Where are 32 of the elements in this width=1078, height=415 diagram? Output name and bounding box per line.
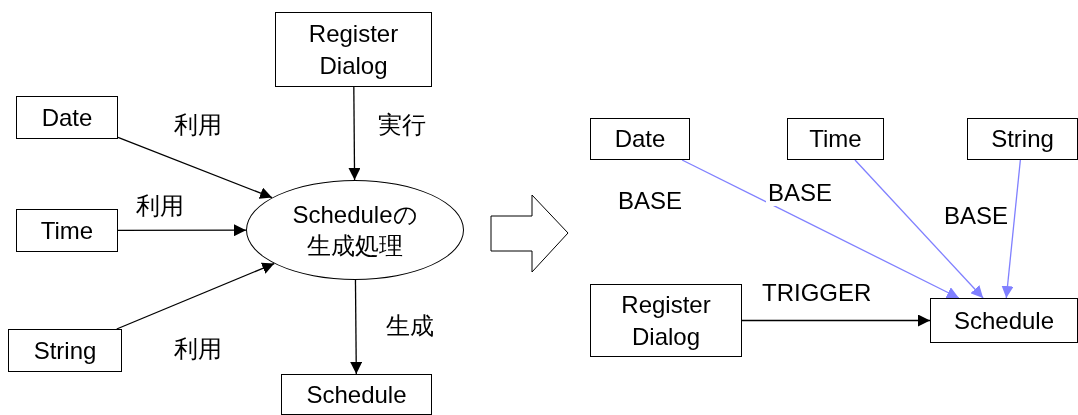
node-label: Scheduleの生成処理 (291, 199, 419, 261)
node-label: Time (809, 124, 862, 155)
class-box (281, 374, 432, 415)
class-box (930, 298, 1078, 343)
node-label: String (33, 335, 97, 366)
arrow (117, 136, 273, 199)
class-box (275, 12, 432, 87)
node-label: Schedule (953, 305, 1055, 336)
class-box (590, 118, 690, 160)
arrow (854, 159, 984, 299)
node-label: Date (41, 102, 93, 133)
node-label: Register Dialog (620, 290, 712, 352)
node-label: Time (40, 215, 94, 246)
node-label: Schedule (306, 379, 407, 410)
arrow (348, 86, 361, 181)
edge-label: 生成 (384, 313, 436, 340)
edge-label: 実行 (376, 112, 428, 139)
class-box (787, 118, 884, 160)
arrow (681, 159, 960, 299)
class-box (590, 284, 742, 357)
class-box (967, 118, 1078, 160)
node-label: Date (614, 124, 666, 155)
arrow (117, 224, 247, 237)
arrow (350, 279, 363, 375)
arrow (741, 314, 931, 327)
class-box (16, 209, 118, 252)
class-box (16, 96, 118, 139)
arrow (1001, 159, 1021, 299)
node-label: String (991, 124, 1054, 155)
node-label: Register Dialog (307, 19, 400, 81)
arrow (116, 262, 275, 330)
class-box (8, 329, 122, 372)
